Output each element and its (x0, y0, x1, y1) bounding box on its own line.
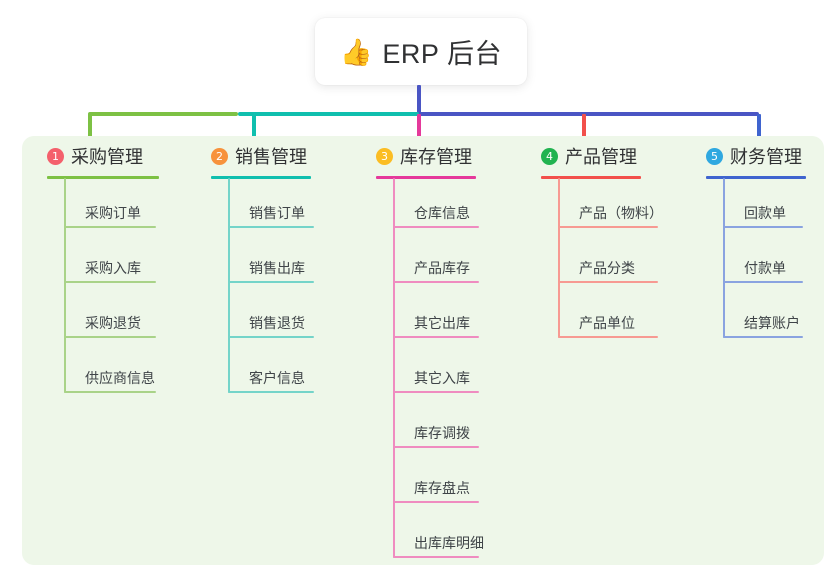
branch-item-label: 产品分类 (579, 260, 635, 276)
branch-trunk-line (558, 178, 560, 338)
branch-number-badge: 2 (211, 147, 228, 165)
branches-panel (22, 136, 824, 565)
branch-item-label: 出库库明细 (414, 535, 484, 551)
branch-title: 产品管理 (565, 147, 637, 167)
thumbs-up-icon: 👍 (340, 36, 373, 67)
branch-item-label: 库存调拨 (414, 425, 470, 441)
branch-item-underline (228, 336, 314, 338)
branch-trunk-line (723, 178, 725, 338)
branch-item-underline (393, 556, 479, 558)
branch-column-3: 3 库存管理仓库信息产品库存其它出库其它入库库存调拨库存盘点出库库明细 (362, 144, 484, 558)
branch-header-5[interactable]: 5 财务管理 (692, 144, 802, 168)
branch-trunk-line (64, 178, 66, 393)
branch-header-1[interactable]: 1 采购管理 (33, 144, 143, 168)
branch-underline (706, 176, 806, 179)
branch-item-underline (64, 281, 156, 283)
branch-item-underline (228, 391, 314, 393)
branch-title: 财务管理 (730, 147, 802, 167)
branch-item-label: 其它出库 (414, 315, 470, 331)
branch-column-5: 5 财务管理回款单付款单结算账户 (692, 144, 806, 338)
bus-segment-2 (238, 112, 419, 116)
branch-header-4[interactable]: 4 产品管理 (527, 144, 637, 168)
branch-item-label: 库存盘点 (414, 480, 470, 496)
branch-item-label: 产品（物料） (579, 205, 663, 221)
branch-stub-3 (417, 114, 421, 141)
branch-item-label: 采购退货 (85, 315, 141, 331)
branch-underline (376, 176, 476, 179)
branch-item-underline (64, 226, 156, 228)
branch-item-underline (228, 226, 314, 228)
branch-item-label: 销售订单 (249, 205, 305, 221)
branch-trunk-line (393, 178, 395, 558)
root-node-title: ERP 后台 (382, 39, 502, 69)
branch-item-label: 结算账户 (744, 315, 800, 331)
bus-segment-3 (419, 112, 759, 116)
branch-item-underline (723, 226, 803, 228)
branch-title: 库存管理 (400, 147, 472, 167)
branch-underline (211, 176, 311, 179)
branch-item-underline (393, 391, 479, 393)
branch-underline (47, 176, 159, 179)
branch-item-underline (393, 501, 479, 503)
branch-item-underline (393, 336, 479, 338)
branch-column-1: 1 采购管理采购订单采购入库采购退货供应商信息 (33, 144, 159, 393)
branch-item-label: 回款单 (744, 205, 786, 221)
branch-item-label: 产品单位 (579, 315, 635, 331)
branch-number-badge: 1 (47, 147, 64, 165)
branch-item-underline (64, 336, 156, 338)
branch-item-underline (558, 281, 658, 283)
branch-item-label: 付款单 (744, 260, 786, 276)
branch-column-4: 4 产品管理产品（物料） 产品分类产品单位 (527, 144, 663, 338)
branch-item-label: 供应商信息 (85, 370, 155, 386)
branch-stub-5 (757, 114, 761, 141)
branch-item-label: 销售出库 (249, 260, 305, 276)
branch-item-label: 其它入库 (414, 370, 470, 386)
branch-number-badge: 5 (706, 147, 723, 165)
bus-segment-1 (88, 112, 238, 116)
root-node[interactable]: 👍 ERP 后台 (315, 18, 527, 85)
branch-number-badge: 4 (541, 147, 558, 165)
branch-stub-2 (252, 114, 256, 141)
branch-item-underline (393, 226, 479, 228)
branch-item-underline (64, 391, 156, 393)
branch-item-label: 采购订单 (85, 205, 141, 221)
branch-column-2: 2 销售管理销售订单销售出库销售退货客户信息 (197, 144, 314, 393)
branch-item-underline (558, 336, 658, 338)
branch-stub-1 (88, 114, 92, 141)
branch-item-underline (393, 446, 479, 448)
branch-item-underline (558, 226, 658, 228)
branch-title: 销售管理 (235, 147, 307, 167)
branch-item-label: 采购入库 (85, 260, 141, 276)
branch-header-3[interactable]: 3 库存管理 (362, 144, 472, 168)
branch-item-label: 仓库信息 (414, 205, 470, 221)
branch-item-underline (723, 281, 803, 283)
branch-title: 采购管理 (71, 147, 143, 167)
branch-header-2[interactable]: 2 销售管理 (197, 144, 307, 168)
branch-item-label: 销售退货 (249, 315, 305, 331)
branch-item-underline (228, 281, 314, 283)
branch-item-label: 客户信息 (249, 370, 305, 386)
branch-trunk-line (228, 178, 230, 393)
branch-stub-4 (582, 114, 586, 141)
branch-item-underline (723, 336, 803, 338)
branch-item-label: 产品库存 (414, 260, 470, 276)
root-connector-line (417, 85, 421, 114)
branch-underline (541, 176, 641, 179)
branch-item-underline (393, 281, 479, 283)
branch-number-badge: 3 (376, 147, 393, 165)
